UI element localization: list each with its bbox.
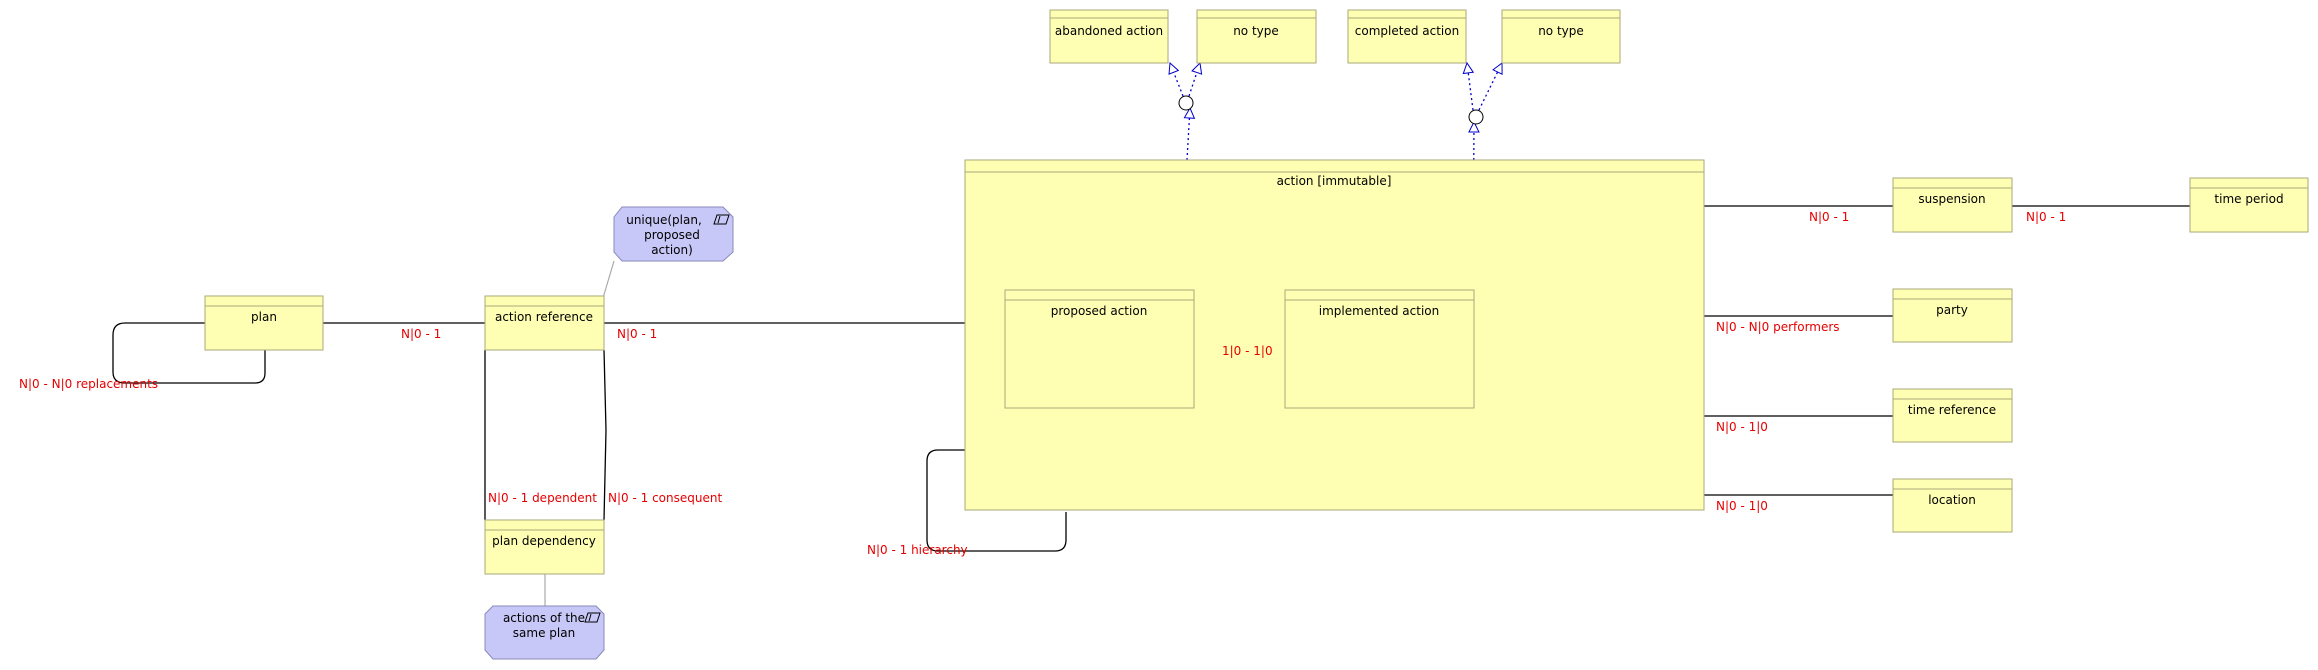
entity-label: plan dependency [492,534,596,548]
entity-implemented-action[interactable]: implemented action [1284,289,1475,409]
note-connectors [544,260,615,606]
entity-suspension[interactable]: suspension [1892,177,2013,233]
union-1-to-abandoned [1170,63,1184,97]
multiplicity-label: N|0 - 1 [1809,210,1849,224]
entity-label: plan [251,310,277,324]
entity-label: abandoned action [1055,24,1163,38]
multiplicity-label: N|0 - 1 [401,327,441,341]
plan-self-loop[interactable] [112,322,266,384]
multiplicity-label: N|0 - 1 consequent [608,491,722,505]
entity-action-reference[interactable]: action reference [484,295,605,351]
entity-label: party [1936,303,1968,317]
multiplicity-label: N|0 - 1 dependent [488,491,597,505]
multiplicity-label: N|0 - 1|0 [1716,420,1768,434]
multiplicity-label: N|0 - 1 [2026,210,2066,224]
union-circle-icon [1178,95,1194,111]
entity-label: time reference [1908,403,1996,417]
multiplicity-label: N|0 - 1|0 [1716,499,1768,513]
entity-label: no type [1233,24,1279,38]
multiplicity-label: N|0 - 1 hierarchy [867,543,968,557]
entity-label: proposed action [1051,304,1148,318]
action-hierarchy-loop[interactable] [926,449,1067,552]
multiplicity-label: N|0 - N|0 replacements [19,377,158,391]
entity-time-reference[interactable]: time reference [1892,388,2013,443]
constraint-icon [584,612,601,623]
note-same-plan-constraint[interactable]: actions of the same plan [484,605,605,660]
relation-lines [112,205,2190,552]
entity-label: time period [2214,192,2283,206]
constraint-icon [713,214,730,225]
note-unique-constraint[interactable]: unique(plan, proposed action) [613,206,734,262]
entity-label: action reference [495,310,593,324]
unique-note-connector [602,260,615,299]
entity-label: no type [1538,24,1584,38]
action-to-union-1 [1187,108,1190,161]
entity-label: action [immutable] [1277,174,1392,188]
entity-no-type-1[interactable]: no type [1196,9,1317,64]
entity-location[interactable]: location [1892,478,2013,533]
note-text: unique(plan, [626,213,702,227]
consequent-line[interactable] [603,349,607,521]
note-text: actions of the [503,611,585,625]
multiplicity-label: N|0 - 1 [617,327,657,341]
subtype-lines [1170,63,1502,291]
union-2-to-no-type [1478,63,1502,111]
multiplicity-labels: N|0 - N|0 replacements N|0 - 1 N|0 - 1 N… [19,210,2066,557]
union-circle-icon [1468,109,1484,125]
note-text: same plan [513,626,575,640]
note-text: proposed [644,228,700,242]
entity-abandoned-action[interactable]: abandoned action [1049,9,1169,64]
entity-label: implemented action [1319,304,1440,318]
entity-label: completed action [1355,24,1459,38]
entity-time-period[interactable]: time period [2189,177,2309,233]
entity-party[interactable]: party [1892,288,2013,343]
entity-label: suspension [1918,192,1985,206]
implemented-to-union-2 [1473,122,1474,291]
multiplicity-label: N|0 - N|0 performers [1716,320,1840,334]
note-text: action) [651,243,693,257]
entity-label: location [1928,493,1976,507]
entity-completed-action[interactable]: completed action [1347,9,1467,64]
entity-plan-dependency[interactable]: plan dependency [484,519,605,575]
entity-plan[interactable]: plan [204,295,324,351]
entity-proposed-action[interactable]: proposed action [1004,289,1195,409]
multiplicity-label: 1|0 - 1|0 [1222,344,1273,358]
entity-no-type-2[interactable]: no type [1501,9,1621,64]
union-2-to-completed [1467,63,1473,111]
union-1-to-no-type [1188,63,1200,97]
